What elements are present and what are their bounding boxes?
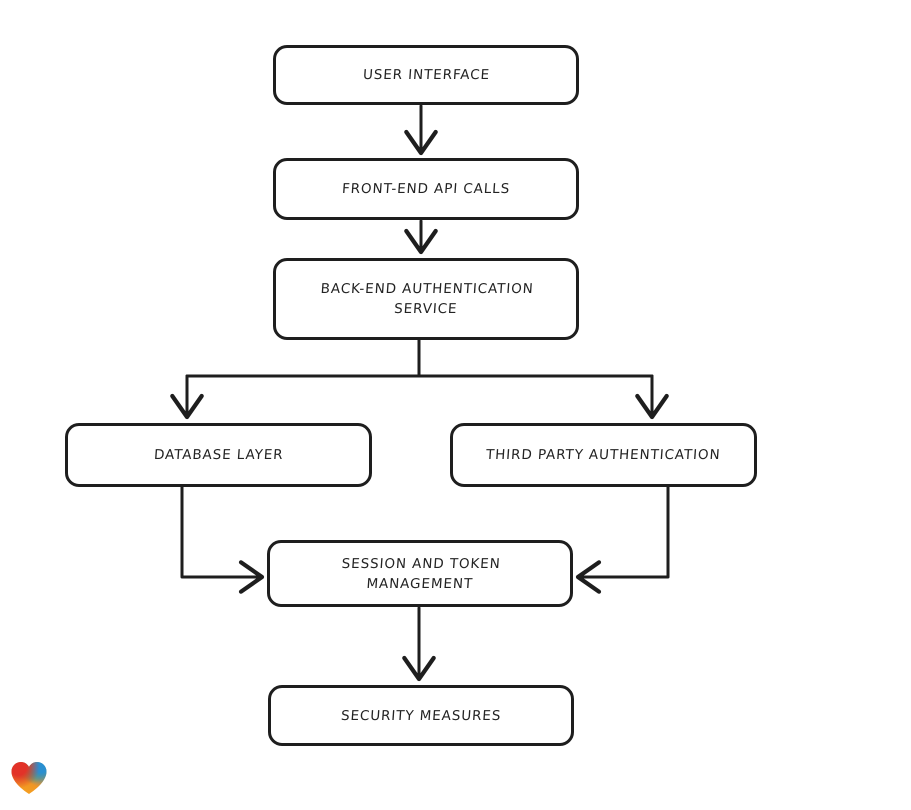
node-third-party-authentication: THIRD PARTY AUTHENTICATION [450,423,757,487]
edge-database-layer-to-session-token [180,485,265,594]
node-session-and-token-management-label: SESSION AND TOKEN MANAGEMENT [340,555,501,592]
node-session-and-token-management: SESSION AND TOKEN MANAGEMENT [267,540,573,607]
edge-third-party-auth-to-session-token [575,485,670,594]
node-back-end-authentication-service: BACK-END AUTHENTICATION SERVICE [273,258,579,340]
node-security-measures: SECURITY MEASURES [268,685,574,746]
node-front-end-api-calls-label: FRONT-END API CALLS [341,181,511,197]
node-user-interface-label: USER INTERFACE [361,67,491,83]
node-database-layer-label: DATABASE LAYER [153,447,284,463]
node-back-end-authentication-service-label: BACK-END AUTHENTICATION SERVICE [319,281,534,317]
node-security-measures-label: SECURITY MEASURES [340,707,502,724]
node-user-interface: USER INTERFACE [273,45,579,105]
node-third-party-authentication-label: THIRD PARTY AUTHENTICATION [485,447,722,463]
node-front-end-api-calls: FRONT-END API CALLS [273,158,579,220]
node-database-layer: DATABASE LAYER [65,423,372,487]
